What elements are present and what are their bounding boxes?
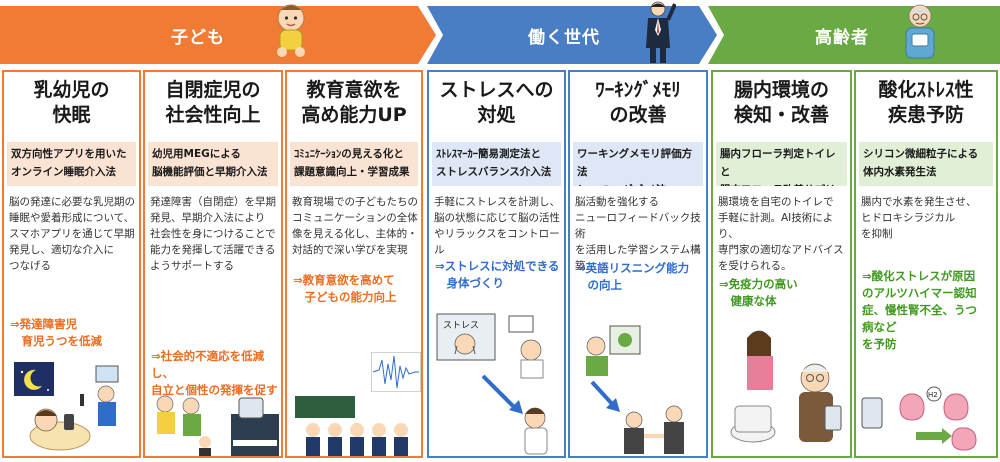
card-gut-environment: 腸内環境の 検知・改善 腸内フローラ判定トイレと 腸内フローラ改善サプリ 腸環境… bbox=[711, 70, 852, 458]
method-box: ｺﾐｭﾆｹｰｼｮﾝの見える化と 課題意識向上・学習成果 bbox=[290, 142, 418, 186]
card-title: ﾜｰｷﾝｸﾞﾒﾓﾘ の改善 bbox=[595, 79, 681, 126]
header-elderly: 高齢者 bbox=[708, 6, 1000, 64]
header-working-label: 働く世代 bbox=[528, 27, 600, 48]
card-description: 教育現場での子どもたちの コミュニケーションの全体 像を見える化し、主体的・ 対… bbox=[292, 196, 418, 256]
method-box: ｽﾄﾚｽﾏｰｶｰ簡易測定法と ストレスバランス介入法 bbox=[432, 142, 561, 186]
header-children: 子ども bbox=[0, 6, 436, 64]
card-title: ストレスへの 対処 bbox=[439, 79, 554, 126]
card-result: ⇒酸化ストレスが原因 のアルツハイマー認知 症、慢性腎不全、うつ 病など を予防 bbox=[862, 269, 977, 351]
method-box: 腸内フローラ判定トイレと 腸内フローラ改善サプリ bbox=[716, 142, 847, 186]
header-elderly-label: 高齢者 bbox=[815, 27, 869, 48]
card-result: ⇒社会的不適応を低減し、 自立と個性の発揮を促す bbox=[151, 349, 278, 397]
card-description: 腸環境を自宅のトイレで 手軽に計測。AI技術により、 専門家の適切なアドバイス … bbox=[718, 196, 844, 272]
h2-molecule-text: H2 bbox=[928, 391, 938, 399]
children-piano-illustration bbox=[156, 395, 279, 456]
card-title: 乳幼児の 快眠 bbox=[33, 79, 110, 126]
card-result: ⇒教育意欲を高めて 子どもの能力向上 bbox=[293, 273, 397, 304]
method-box: シリコン微細粒子による 体内水素発生法 bbox=[859, 142, 993, 186]
card-title: 教育意欲を 高め能力UP bbox=[301, 79, 407, 126]
method-box: ワーキングメモリ評価方法 とﾆｭｰﾛﾌｨｰﾄﾞﾊﾞｯｸ法 bbox=[573, 142, 703, 186]
card-description: 腸内で水素を発生させ、 ヒドロキシラジカル を抑制 bbox=[861, 196, 977, 240]
card-infant-sleep: 乳幼児の 快眠 双方向性アプリを用いた オンライン睡眠介入法 脳の発達に必要な乳… bbox=[2, 70, 141, 458]
card-result: ⇒免疫力の高い 健康な体 bbox=[719, 277, 798, 308]
card-result: ⇒英語リスニング能力 の向上 bbox=[576, 261, 690, 292]
card-description: 発達障害（自閉症）を早期 発見、早期介入法により 社会性を身につけることで 能力… bbox=[150, 196, 276, 272]
stress-board-text: ストレス bbox=[443, 321, 479, 331]
card-result: ⇒発達障害児 育児うつを低減 bbox=[10, 317, 102, 348]
elderly-figure bbox=[905, 4, 935, 59]
neurofeedback-illustration bbox=[586, 325, 684, 454]
card-stress-coping: ストレスへの 対処 ｽﾄﾚｽﾏｰｶｰ簡易測定法と ストレスバランス介入法 手軽に… bbox=[427, 70, 566, 458]
card-description: 脳の発達に必要な乳児期の 睡眠や愛着形成について、 スマホアプリを通じて早期 発… bbox=[9, 196, 135, 272]
card-autism-social: 自閉症児の 社会性向上 幼児用MEGによる 脳機能評価と早期介入法 発達障害（自… bbox=[143, 70, 283, 458]
header-children-label: 子ども bbox=[171, 27, 225, 48]
card-oxidative-stress: 酸化ｽﾄﾚｽ性 疾患予防 シリコン微細粒子による 体内水素発生法 腸内で水素を発… bbox=[854, 70, 998, 458]
method-box: 幼児用MEGによる 脳機能評価と早期介入法 bbox=[148, 142, 278, 186]
card-education-motivation: 教育意欲を 高め能力UP ｺﾐｭﾆｹｰｼｮﾝの見える化と 課題意識向上・学習成果… bbox=[285, 70, 423, 458]
hydrogen-intestine-illustration: H2 bbox=[861, 386, 977, 451]
businessman-figure bbox=[646, 1, 676, 63]
night-smartphone-illustration bbox=[14, 362, 119, 451]
classroom-illustration bbox=[295, 396, 408, 456]
card-title: 自閉症児の 社会性向上 bbox=[165, 79, 261, 126]
card-description: 脳活動を強化する ニューロフィードバック技術 を活用した学習システム構築 bbox=[575, 196, 701, 272]
card-result: ⇒ストレスに対処できる 身体づくり bbox=[435, 259, 560, 290]
card-working-memory: ﾜｰｷﾝｸﾞﾒﾓﾘ の改善 ワーキングメモリ評価方法 とﾆｭｰﾛﾌｨｰﾄﾞﾊﾞｯ… bbox=[568, 70, 708, 458]
method-box: 双方向性アプリを用いた オンライン睡眠介入法 bbox=[7, 142, 136, 186]
stress-relief-illustration: ストレス bbox=[436, 313, 548, 455]
card-description: 手軽にストレスを計測し、 脳の状態に応じて脳の活性 やリラックスをコントロール bbox=[434, 196, 560, 256]
toilet-supplement-illustration bbox=[730, 330, 842, 443]
baby-figure bbox=[277, 4, 305, 57]
card-title: 酸化ｽﾄﾚｽ性 疾患予防 bbox=[878, 79, 974, 126]
card-title: 腸内環境の 検知・改善 bbox=[733, 79, 829, 126]
waveform-graphic bbox=[371, 352, 421, 392]
